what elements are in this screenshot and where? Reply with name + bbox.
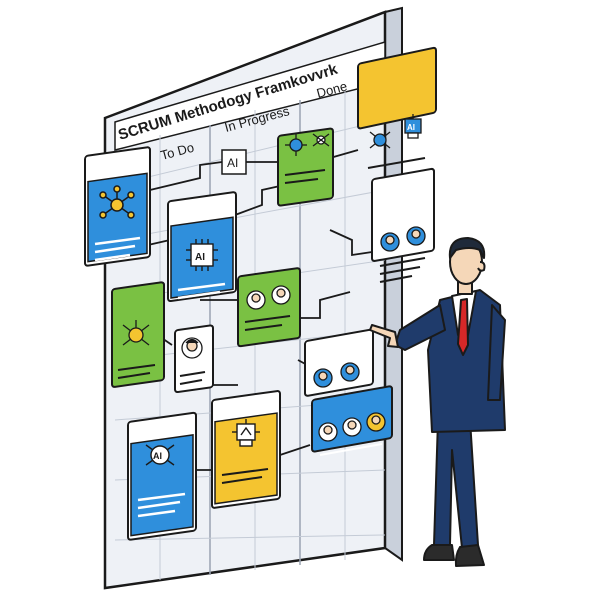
hair <box>448 237 486 259</box>
ai-tag-box <box>221 149 247 175</box>
trousers <box>433 419 479 549</box>
task-card-blue-network[interactable] <box>84 146 151 267</box>
person-avatar-icon <box>366 412 386 432</box>
suit-jacket <box>427 289 506 433</box>
card-text-lines <box>244 315 291 331</box>
person-avatar-icon <box>380 232 400 252</box>
card-text-lines <box>117 364 156 379</box>
card-text-lines <box>319 443 383 456</box>
card-text-lines <box>379 257 426 283</box>
person-avatar-icon <box>340 362 360 382</box>
smiley-network-icon <box>122 320 150 346</box>
card-text-lines <box>367 157 426 169</box>
card-text-lines <box>94 236 141 262</box>
network-hub-icon <box>99 185 135 219</box>
right-shoe <box>454 544 485 567</box>
task-card-yellow-ai[interactable]: AI <box>357 46 437 169</box>
task-card-white-person[interactable] <box>174 324 214 394</box>
task-card-green-smiley[interactable] <box>111 281 165 388</box>
person-avatar-icon <box>406 226 426 246</box>
person-avatar-icon <box>342 417 362 437</box>
network-hub-icon <box>285 134 307 156</box>
network-hub-icon <box>312 133 330 147</box>
task-card-green-people[interactable] <box>237 267 301 348</box>
person-avatar-icon <box>181 337 203 359</box>
task-card-blue-team[interactable] <box>311 385 393 456</box>
ai-robot-icon <box>404 114 422 139</box>
network-hub-icon <box>145 444 175 466</box>
task-card-white-people-top[interactable] <box>371 167 435 283</box>
pointing-hand <box>369 324 399 348</box>
task-card-green-network[interactable] <box>277 127 334 207</box>
card-text-lines <box>221 468 269 484</box>
task-card-blue-ai-network[interactable]: AI <box>127 411 197 541</box>
person-avatar-icon <box>318 422 338 442</box>
red-tie <box>457 298 469 356</box>
pointing-arm <box>394 304 446 351</box>
card-text-lines <box>137 492 186 518</box>
task-card-white-people-mid[interactable] <box>304 328 374 397</box>
back-arm <box>487 304 506 401</box>
card-text-lines <box>284 169 326 184</box>
task-card-yellow-robot[interactable] <box>211 390 281 509</box>
robot-ai-label: AI <box>407 123 415 132</box>
person-avatar-icon <box>246 290 266 310</box>
network-ai-label: AI <box>153 451 162 461</box>
card-text-lines <box>177 282 226 300</box>
chip-ai-label: AI <box>195 252 205 263</box>
person-avatar-icon <box>313 368 333 388</box>
ai-chip-icon <box>186 239 218 271</box>
network-hub-icon <box>369 131 391 149</box>
ear <box>477 261 486 272</box>
businessman-presenter <box>369 237 506 567</box>
card-text-lines <box>179 371 206 385</box>
left-shoe <box>423 544 455 561</box>
task-card-blue-ai-chip[interactable]: AI <box>167 191 237 303</box>
person-avatar-icon <box>271 285 291 305</box>
ai-tag-label: AI <box>227 156 238 170</box>
ai-robot-icon <box>232 419 260 447</box>
